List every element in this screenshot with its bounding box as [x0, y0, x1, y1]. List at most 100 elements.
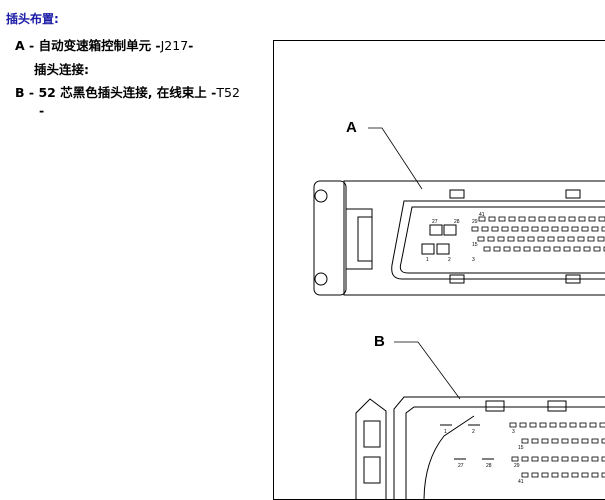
pin-socket [531, 472, 539, 478]
pin-socket [571, 226, 579, 232]
clip-a3 [449, 274, 465, 284]
pin-socket [563, 246, 571, 252]
pin-label: 1 [444, 429, 447, 435]
pin-socket [591, 226, 599, 232]
callout-b: B [374, 333, 385, 350]
pin-socket [577, 236, 585, 242]
pin-socket [471, 226, 479, 232]
pin-socket [531, 226, 539, 232]
legend-ref-b[interactable]: T52 [216, 85, 240, 100]
connector-drawing: 41 27 28 29 15 1 2 3 1 [313, 127, 605, 499]
callout-a-leader [368, 127, 423, 190]
pin-labels-a: 41 27 28 29 15 1 2 3 [426, 212, 485, 263]
pin-label: 41 [479, 212, 485, 218]
pin-socket [561, 226, 569, 232]
legend-letter-b: B - [15, 85, 35, 100]
pin-grid-a [471, 216, 605, 252]
latch-inner-a [357, 216, 373, 262]
latch-slot-b1 [363, 420, 381, 448]
clip-a1 [449, 189, 465, 199]
pin-socket [509, 422, 517, 428]
pin-label: 2 [448, 257, 451, 263]
pin-socket [493, 246, 501, 252]
latch-arm-b [355, 398, 387, 499]
pin-socket [558, 216, 566, 222]
pin-socket [511, 456, 519, 462]
pin-socket [591, 472, 599, 478]
pin-label: 27 [432, 219, 438, 225]
clip-b2 [547, 400, 567, 412]
pin-socket [501, 226, 509, 232]
pin-socket [521, 226, 529, 232]
pin-socket [601, 438, 605, 444]
pin-socket [561, 438, 569, 444]
pin-socket [581, 472, 589, 478]
pin-socket [533, 246, 541, 252]
pin-socket [537, 236, 545, 242]
pin-socket [478, 216, 486, 222]
pin-socket [583, 246, 591, 252]
pin-socket [601, 456, 605, 462]
pin-socket [521, 472, 529, 478]
housing-inner-b [405, 406, 605, 499]
legend-item-a: A - 自动变速箱控制单元 -J217- [15, 35, 193, 54]
pin-socket [521, 438, 529, 444]
legend-ref-a[interactable]: J217 [160, 38, 189, 53]
pin-socket [503, 246, 511, 252]
pin-socket [477, 236, 485, 242]
pin-socket [588, 216, 596, 222]
pin-socket [539, 422, 547, 428]
legend-letter-a: A - [15, 38, 35, 53]
pin-socket [591, 456, 599, 462]
pin-socket [598, 216, 605, 222]
plug-face-inner-a [399, 206, 605, 274]
pin-label: 1 [426, 257, 429, 263]
pin-socket [579, 422, 587, 428]
pin-socket [601, 472, 605, 478]
pin-socket [551, 226, 559, 232]
pin-socket [531, 438, 539, 444]
pin-socket [599, 422, 605, 428]
pin-label: 29 [514, 463, 520, 469]
pin-socket [513, 246, 521, 252]
pin-socket [508, 216, 516, 222]
pin-socket [573, 246, 581, 252]
pin-socket [531, 456, 539, 462]
pin-socket [571, 472, 579, 478]
connector-subheading: 插头连接: [34, 62, 89, 77]
connector-a [313, 180, 605, 296]
pin-socket [541, 438, 549, 444]
pin-socket [523, 246, 531, 252]
pin-socket [521, 456, 529, 462]
pin-socket [571, 456, 579, 462]
pin-labels-b: 1 2 3 15 27 28 29 41 [444, 429, 524, 485]
latch-slot-b2 [363, 456, 381, 484]
legend-num-b: 52 [38, 85, 56, 100]
pin-socket [491, 226, 499, 232]
pin-block-a4 [436, 243, 450, 255]
pin-label: 2 [472, 429, 475, 435]
clip-b1 [485, 400, 505, 412]
clip-a4 [565, 274, 581, 284]
pin-socket [527, 236, 535, 242]
pin-socket [538, 216, 546, 222]
pin-socket [483, 246, 491, 252]
pin-socket [578, 216, 586, 222]
pin-block-a3 [421, 243, 435, 255]
pin-socket [559, 422, 567, 428]
pin-label: 3 [512, 429, 515, 435]
pin-socket [557, 236, 565, 242]
pin-socket [481, 226, 489, 232]
legend-item-b: B - 52 芯黑色插头连接, 在线束上 -T52 [15, 82, 240, 101]
pin-socket [551, 438, 559, 444]
pin-socket [541, 472, 549, 478]
pin-socket [561, 456, 569, 462]
pin-socket [568, 216, 576, 222]
pin-socket [581, 456, 589, 462]
pin-socket [581, 438, 589, 444]
pin-socket [591, 438, 599, 444]
pin-socket [593, 246, 601, 252]
pin-block-a2 [443, 224, 457, 236]
pin-socket [498, 216, 506, 222]
pin-socket [597, 236, 605, 242]
